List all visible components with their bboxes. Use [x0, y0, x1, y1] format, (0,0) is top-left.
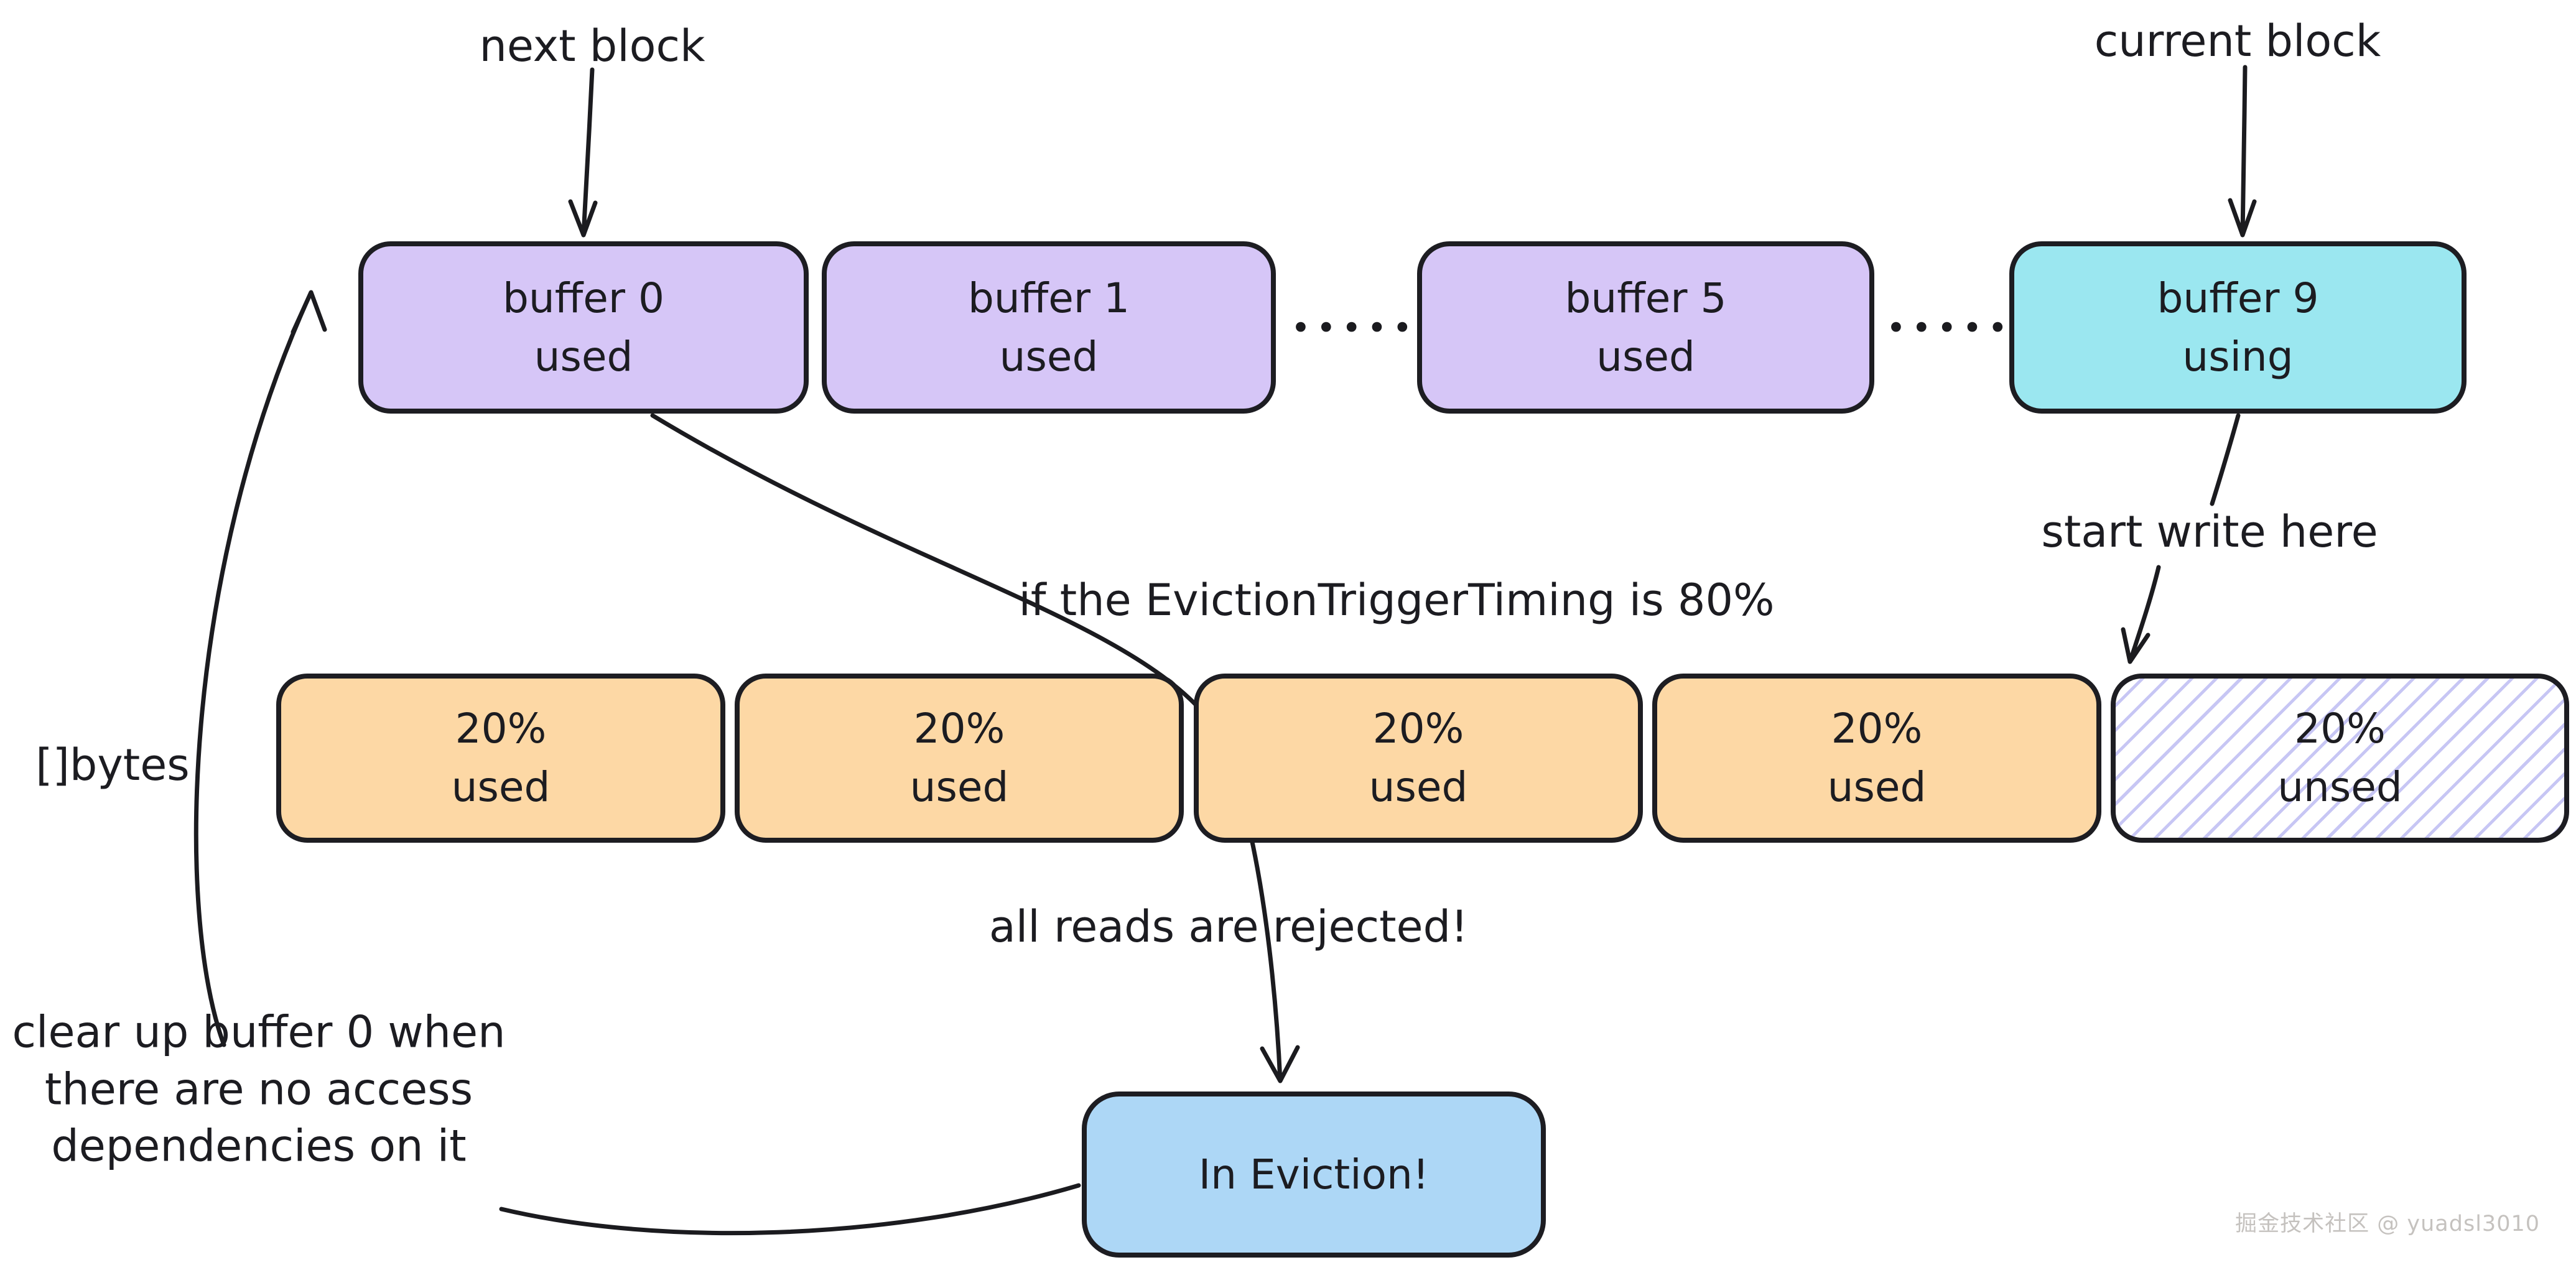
in-eviction-label: In Eviction! [1198, 1151, 1430, 1198]
segment-2: 20% used [735, 674, 1184, 843]
segment-5-unused: 20% unsed [2111, 674, 2569, 843]
ellipsis-dots-right: •••••• [1886, 308, 2039, 348]
buffer-5-block: buffer 5 used [1417, 241, 1874, 414]
arrow-next-block [568, 67, 598, 238]
segment-4-state: used [1827, 763, 1927, 811]
buffer-5-title: buffer 5 [1565, 274, 1727, 322]
bytes-label: []bytes [35, 739, 190, 790]
arrow-clearup-to-buffer0 [193, 290, 327, 1047]
current-block-label: current block [2094, 16, 2381, 67]
clear-up-note: clear up buffer 0 when there are no acce… [12, 1004, 506, 1175]
segment-2-state: used [909, 763, 1009, 811]
segment-2-value: 20% [913, 705, 1005, 753]
buffer-0-block: buffer 0 used [358, 241, 809, 414]
start-write-here-label: start write here [2041, 506, 2378, 557]
segment-3-state: used [1369, 763, 1468, 811]
eviction-condition-label: if the EvictionTriggerTiming is 80% [1018, 575, 1775, 626]
segment-1-value: 20% [455, 705, 547, 753]
arrow-current-block [2228, 65, 2257, 238]
buffer-0-state: used [534, 332, 633, 381]
segment-5-value: 20% [2294, 705, 2386, 753]
connector-buffer9-to-note [2210, 413, 2241, 506]
segment-4-value: 20% [1831, 705, 1923, 753]
clear-up-note-line3: dependencies on it [51, 1120, 467, 1172]
buffer-9-state: using [2182, 332, 2294, 381]
arrow-start-write [2121, 565, 2161, 664]
clear-up-note-line2: there are no access [44, 1064, 473, 1115]
watermark: 掘金技术社区 @ yuadsl3010 [2235, 1212, 2540, 1236]
segment-1: 20% used [276, 674, 725, 843]
next-block-label: next block [479, 21, 705, 72]
buffer-9-title: buffer 9 [2157, 274, 2319, 322]
connector-note-to-eviction [499, 1183, 1081, 1236]
buffer-0-title: buffer 0 [503, 274, 664, 322]
buffer-1-title: buffer 1 [968, 274, 1130, 322]
segment-1-state: used [451, 763, 551, 811]
segment-3-value: 20% [1372, 705, 1464, 753]
segment-5-state: unsed [2277, 763, 2402, 811]
in-eviction-block: In Eviction! [1082, 1092, 1546, 1258]
ellipsis-dots-left: •••••• [1291, 308, 1444, 348]
buffer-1-block: buffer 1 used [822, 241, 1276, 414]
segment-4: 20% used [1652, 674, 2101, 843]
segment-3: 20% used [1194, 674, 1643, 843]
reads-rejected-label: all reads are rejected! [988, 901, 1469, 952]
buffer-9-block: buffer 9 using [2009, 241, 2467, 414]
clear-up-note-line1: clear up buffer 0 when [12, 1006, 506, 1058]
buffer-5-state: used [1596, 332, 1695, 381]
buffer-1-state: used [999, 332, 1099, 381]
